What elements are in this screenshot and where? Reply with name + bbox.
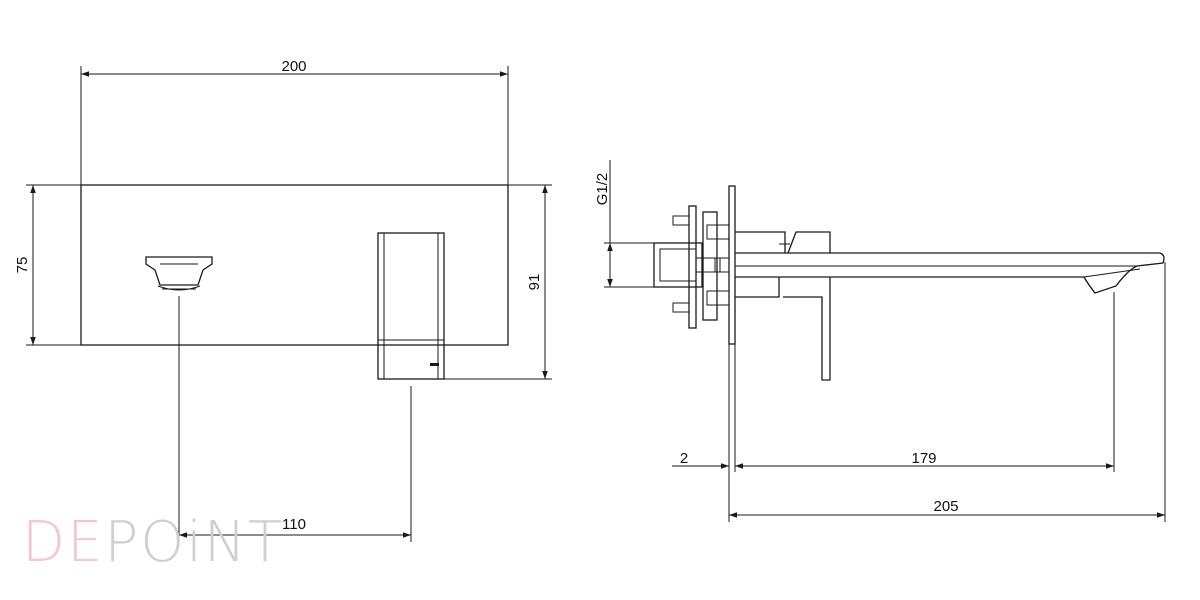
front-view: 200 75 91 110 — [14, 58, 552, 542]
dim-label-91: 91 — [526, 274, 543, 291]
dim-label-200: 200 — [281, 58, 306, 75]
dim-label-179: 179 — [911, 450, 936, 467]
mixer-handle — [377, 232, 445, 380]
dimension-total-height: 91 — [444, 184, 552, 380]
side-spout — [735, 252, 1165, 294]
side-wall-plate — [728, 185, 736, 345]
dimension-total-depth: 205 — [729, 262, 1166, 522]
watermark-part-de: DE — [22, 510, 105, 575]
watermark-logo: DEPOiNT — [22, 515, 284, 571]
dim-label-thread: G1/2 — [594, 173, 611, 206]
dim-label-75: 75 — [14, 257, 31, 274]
dimension-spout-to-handle: 110 — [178, 296, 412, 542]
dim-label-2: 2 — [680, 450, 688, 467]
side-handle — [735, 231, 831, 381]
side-view: G1/2 2 179 205 — [594, 160, 1166, 522]
dimension-front-height: 75 — [14, 184, 81, 346]
front-wall-plate — [80, 184, 509, 346]
dim-label-110: 110 — [282, 516, 306, 533]
dimension-projection: 2 179 — [672, 292, 1115, 522]
rough-in-body — [653, 205, 730, 329]
dimension-front-width: 200 — [80, 58, 509, 185]
dim-label-205: 205 — [933, 498, 958, 515]
spout-outlet — [145, 256, 213, 291]
dimension-thread: G1/2 — [594, 160, 654, 288]
watermark-part-point: POiNT — [104, 510, 285, 575]
